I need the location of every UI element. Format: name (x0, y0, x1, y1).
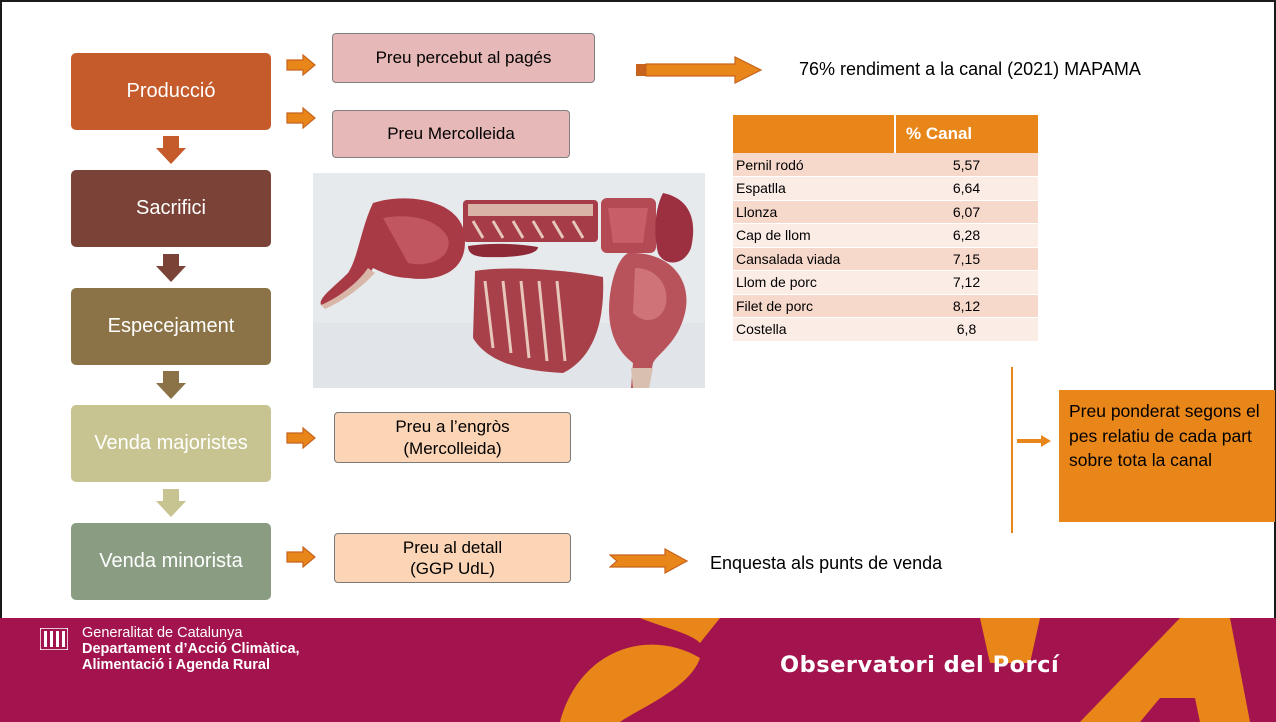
stage-venda-minorista: Venda minorista (71, 523, 271, 600)
stage-produccio: Producció (71, 53, 271, 130)
generalitat-logo-icon (40, 628, 68, 650)
right-arrow-icon (286, 427, 316, 449)
row-label: Pernil rodó (733, 153, 895, 177)
row-value: 6,07 (895, 200, 1038, 224)
footer-department-line2: Alimentació i Agenda Rural (82, 657, 270, 673)
observatori-brand: Observatori del Porcí (780, 652, 1060, 678)
wholesale-price-line1: Preu a l’engròs (395, 417, 510, 437)
notched-arrow-icon (609, 548, 689, 574)
small-right-arrow-icon (1017, 435, 1051, 447)
right-arrow-icon (286, 107, 316, 129)
down-arrow-icon (156, 489, 186, 517)
footer: Generalitat de Catalunya Departament d’A… (0, 618, 1276, 722)
retail-price-line1: Preu al detall (402, 537, 503, 557)
footer-decoration (560, 618, 1250, 722)
down-arrow-icon (156, 254, 186, 282)
row-label: Llom de porc (733, 270, 895, 295)
down-arrow-icon (156, 136, 186, 164)
yield-note: 76% rendiment a la canal (2021) MAPAMA (799, 59, 1141, 79)
row-value: 7,15 (895, 247, 1038, 271)
right-arrow-icon (286, 546, 316, 568)
wholesale-price-line2: (Mercolleida) (403, 438, 502, 458)
weighted-price-callout: Preu ponderat segons el pes relatiu de c… (1059, 390, 1275, 522)
survey-note: Enquesta als punts de venda (710, 553, 943, 573)
footer-department-line1: Departament d’Acció Climàtica, (82, 641, 300, 657)
row-value: 5,57 (895, 153, 1038, 177)
long-arrow-icon (636, 56, 763, 84)
row-value: 7,12 (895, 270, 1038, 295)
pork-cuts-illustration (313, 173, 705, 388)
retail-price-box: Preu al detall (GGP UdL) (334, 533, 571, 583)
slide: Producció Sacrifici Especejament Venda m… (0, 0, 1276, 618)
row-label: Espatlla (733, 176, 895, 201)
row-value: 8,12 (895, 294, 1038, 318)
mercolleida-price-box: Preu Mercolleida (332, 110, 570, 158)
pork-cuts-photo (313, 173, 705, 388)
row-label: Costella (733, 317, 895, 342)
stage-especejament: Especejament (71, 288, 271, 365)
stage-venda-majoristes: Venda majoristes (71, 405, 271, 482)
row-value: 6,8 (895, 317, 1038, 342)
stage-sacrifici: Sacrifici (71, 170, 271, 247)
row-label: Cap de llom (733, 223, 895, 248)
footer-generalitat: Generalitat de Catalunya (82, 625, 243, 641)
row-label: Cansalada viada (733, 247, 895, 271)
table-header-canal: % Canal (895, 115, 1038, 153)
row-value: 6,64 (895, 176, 1038, 201)
down-arrow-icon (156, 371, 186, 399)
right-arrow-icon (286, 54, 316, 76)
row-label: Filet de porc (733, 294, 895, 318)
row-value: 6,28 (895, 223, 1038, 248)
connector-line (1011, 367, 1013, 533)
wholesale-price-box: Preu a l’engròs (Mercolleida) (334, 412, 571, 463)
farmer-price-box: Preu percebut al pagés (332, 33, 595, 83)
table-header-blank (733, 115, 896, 153)
retail-price-line2: (GGP UdL) (410, 559, 495, 578)
row-label: Llonza (733, 200, 895, 224)
